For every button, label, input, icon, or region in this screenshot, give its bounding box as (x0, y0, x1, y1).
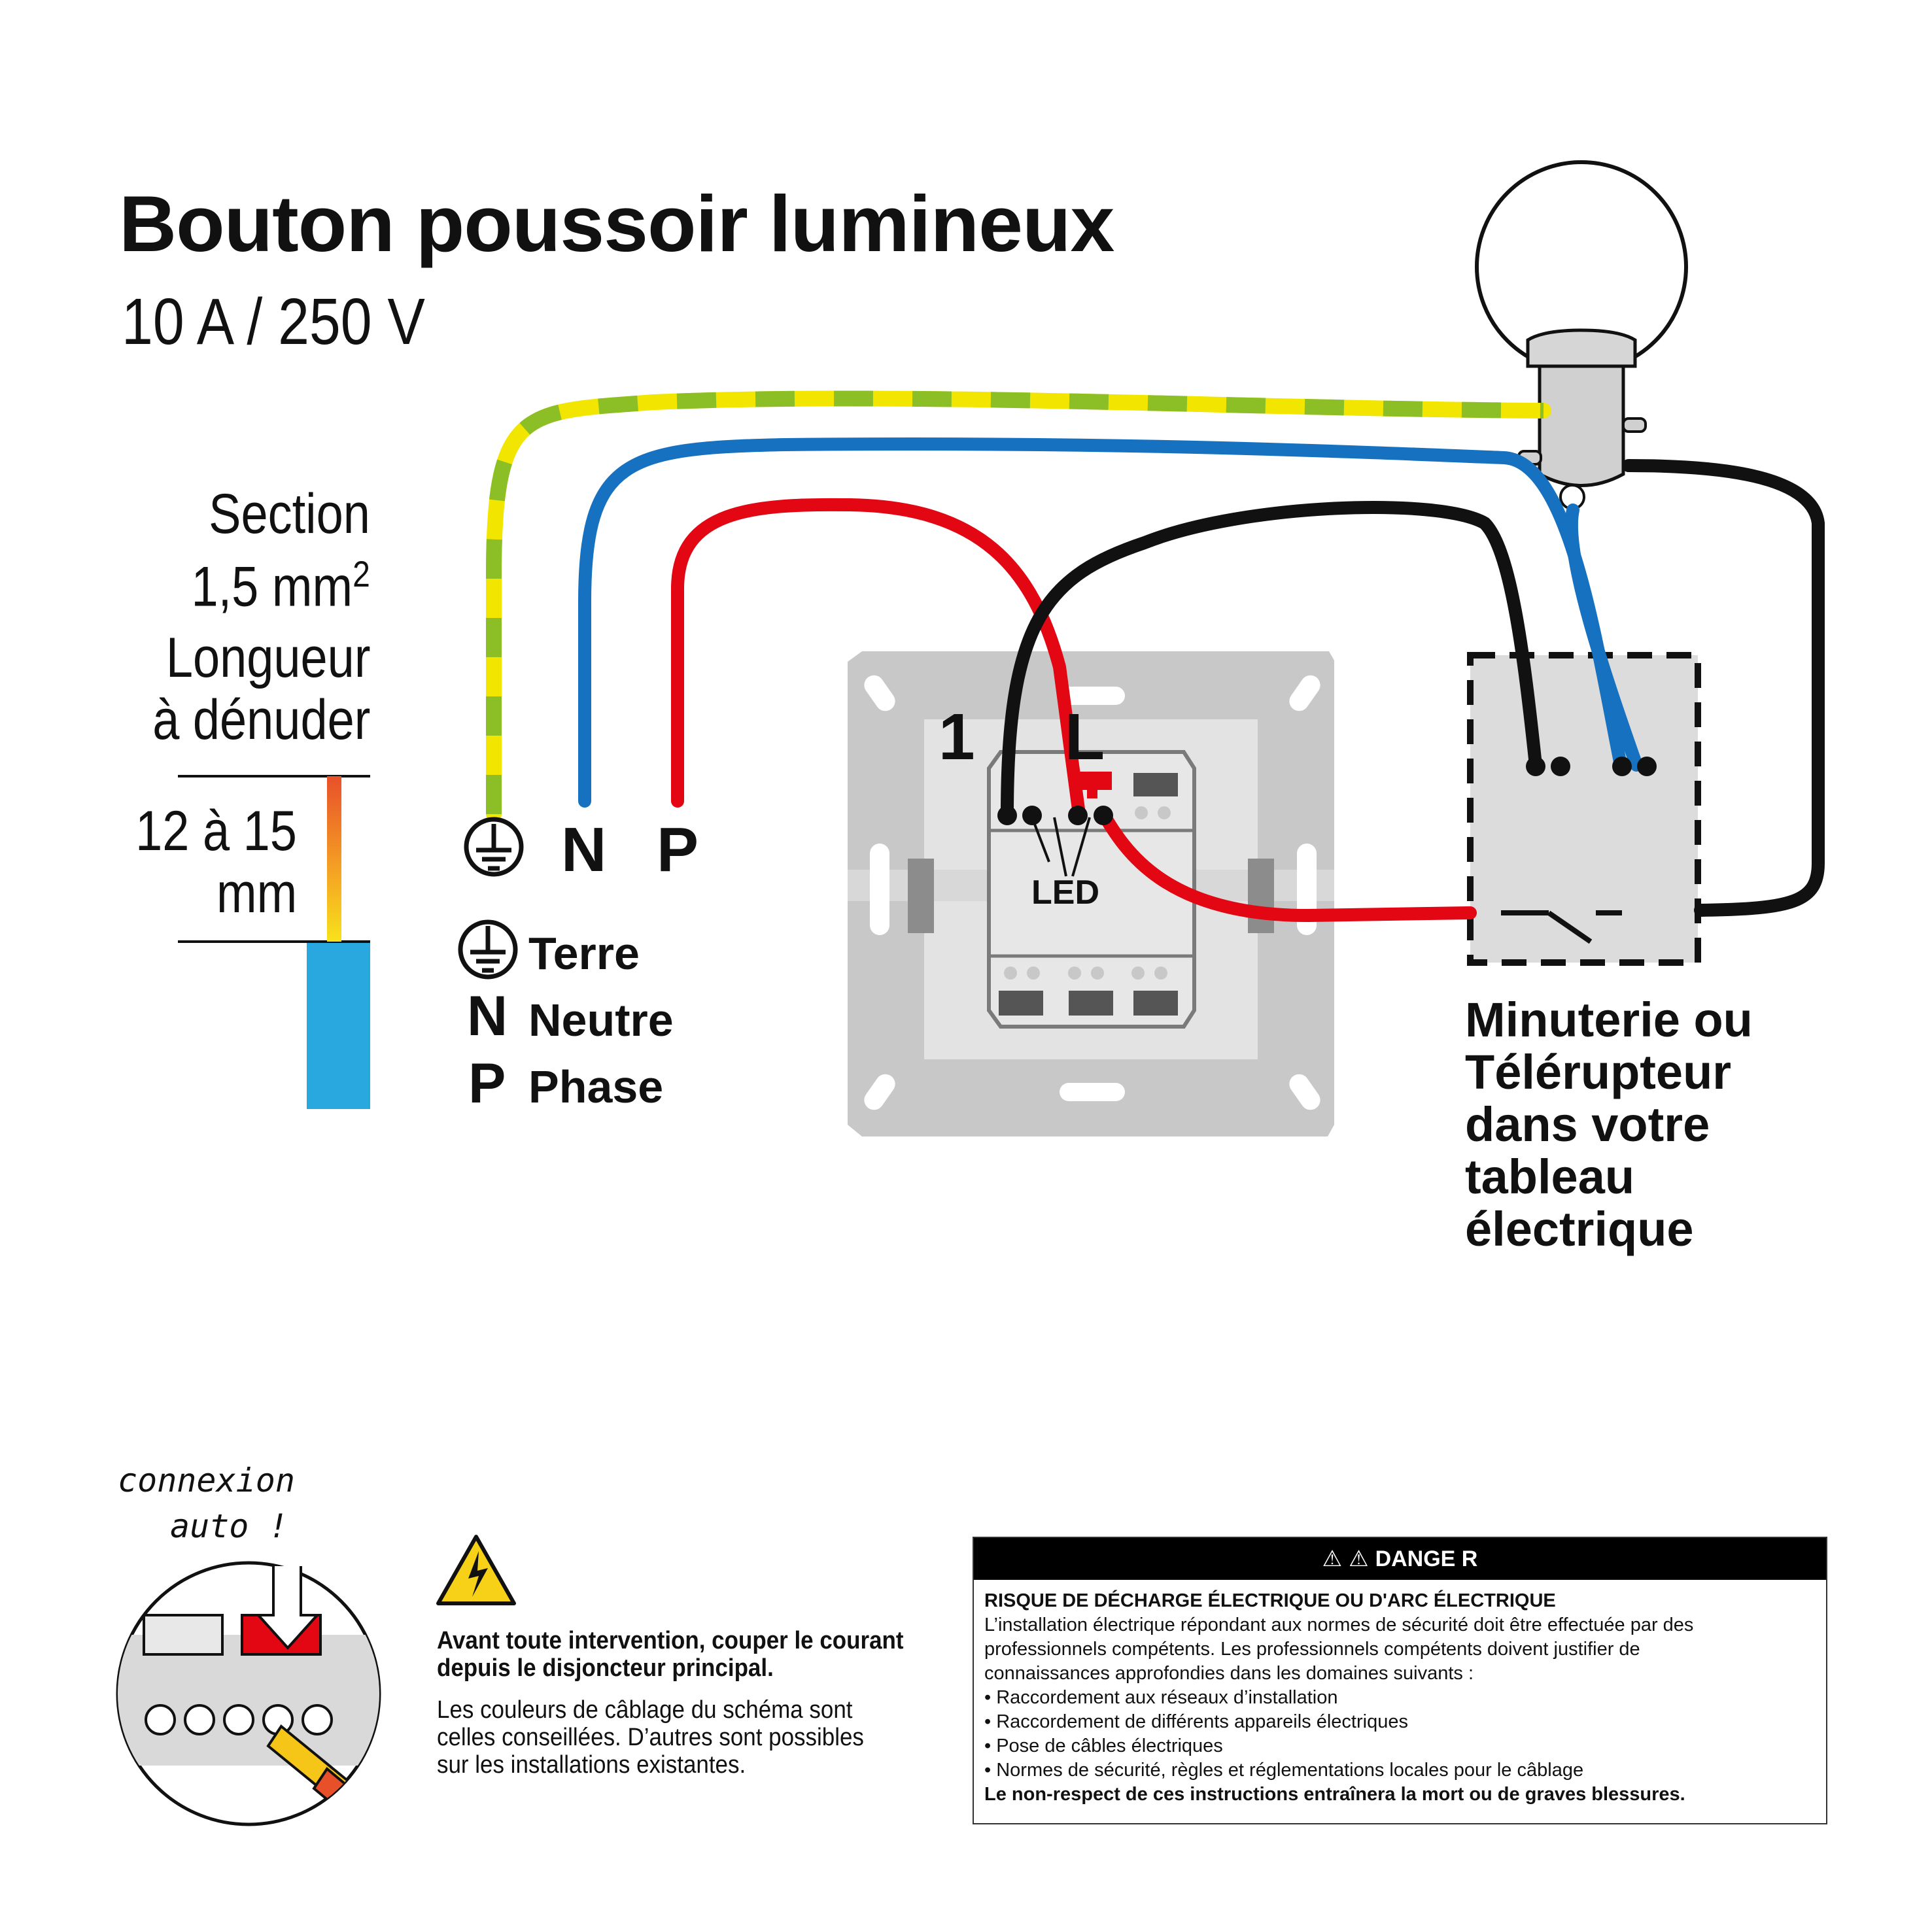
black-wire (1001, 501, 1542, 821)
warning-bold-2: depuis le disjoncteur principal. (437, 1654, 774, 1682)
phase-wire (671, 498, 1086, 821)
warning-triangle-icon: ⚠ (1349, 1547, 1369, 1571)
warning-line-1: Les couleurs de câblage du schéma sont (437, 1696, 853, 1724)
timer-box (1467, 652, 1701, 966)
terminal-p-label: P (657, 815, 699, 885)
device-terminal-l: L (1065, 700, 1105, 774)
danger-notice: ⚠ ⚠ DANGE R RISQUE DE DÉCHARGE ÉLECTRIQU… (973, 1537, 1827, 1824)
list-item: • Raccordement aux réseaux d’installatio… (984, 1687, 1338, 1708)
danger-heading: RISQUE DE DÉCHARGE ÉLECTRIQUE OU D'ARC É… (984, 1590, 1556, 1611)
light-bulb (1475, 160, 1688, 510)
list-item: • Raccordement de différents appareils é… (984, 1711, 1408, 1732)
electric-warning-icon (436, 1535, 516, 1605)
legend-earth: Terre (528, 928, 640, 979)
strip-length-indicator (178, 775, 370, 1109)
auto-connect-line2: auto ! (170, 1507, 288, 1545)
danger-list: • Raccordement aux réseaux d’installatio… (984, 1686, 1816, 1783)
warning-triangle-icon: ⚠ (1322, 1547, 1343, 1571)
timer-note-line: Minuterie ou (1465, 993, 1753, 1047)
strip-value-1: 12 à 15 (135, 800, 297, 863)
danger-intro-3: connaissances approfondies dans les doma… (984, 1663, 1474, 1684)
legend-neutral: Neutre (528, 995, 674, 1046)
strip-label-1: Longueur (165, 626, 370, 689)
section-label: Section (209, 483, 370, 545)
device-terminal-1: 1 (939, 700, 975, 774)
led-label: LED (1031, 874, 1099, 912)
danger-header-text: DANGE R (1375, 1546, 1478, 1571)
list-item: • Normes de sécurité, règles et réglemen… (984, 1760, 1584, 1781)
timer-note-line: tableau (1465, 1150, 1635, 1204)
warning-bold-1: Avant toute intervention, couper le cour… (437, 1627, 904, 1654)
terminal-n-label: N (561, 815, 607, 885)
rating-subtitle: 10 A / 250 V (122, 285, 425, 358)
timer-note-line: électrique (1465, 1202, 1694, 1256)
danger-intro-1: L’installation électrique répondant aux … (984, 1615, 1694, 1635)
warning-line-3: sur les installations existantes. (437, 1751, 746, 1779)
earth-terminal-symbol (464, 817, 524, 877)
page-title: Bouton poussoir lumineux (119, 179, 1114, 268)
auto-connect-illustration (116, 1561, 381, 1826)
timer-note: Minuterie ou Télérupteur dans votre tabl… (1465, 994, 1753, 1256)
strip-label-2: à dénuder (152, 689, 370, 751)
push-button-device (848, 651, 1334, 1136)
warning-line-2: celles conseillées. D’autres sont possib… (437, 1724, 864, 1751)
danger-intro-2: professionnels compétents. Les professio… (984, 1639, 1640, 1660)
auto-connect-line1: connexion (118, 1461, 295, 1499)
legend-phase-symbol: P (468, 1052, 506, 1115)
section-value: 1,5 mm2 (191, 553, 370, 619)
danger-footer: Le non-respect de ces instructions entra… (984, 1784, 1685, 1805)
danger-header: ⚠ ⚠ DANGE R (974, 1538, 1826, 1580)
timer-note-line: dans votre (1465, 1097, 1710, 1152)
list-item: • Pose de câbles électriques (984, 1735, 1223, 1756)
legend-neutral-symbol: N (467, 985, 508, 1048)
earth-legend-symbol (458, 919, 518, 980)
timer-note-line: Télérupteur (1465, 1045, 1732, 1099)
strip-value-2: mm (216, 862, 297, 925)
legend-phase: Phase (528, 1061, 664, 1112)
